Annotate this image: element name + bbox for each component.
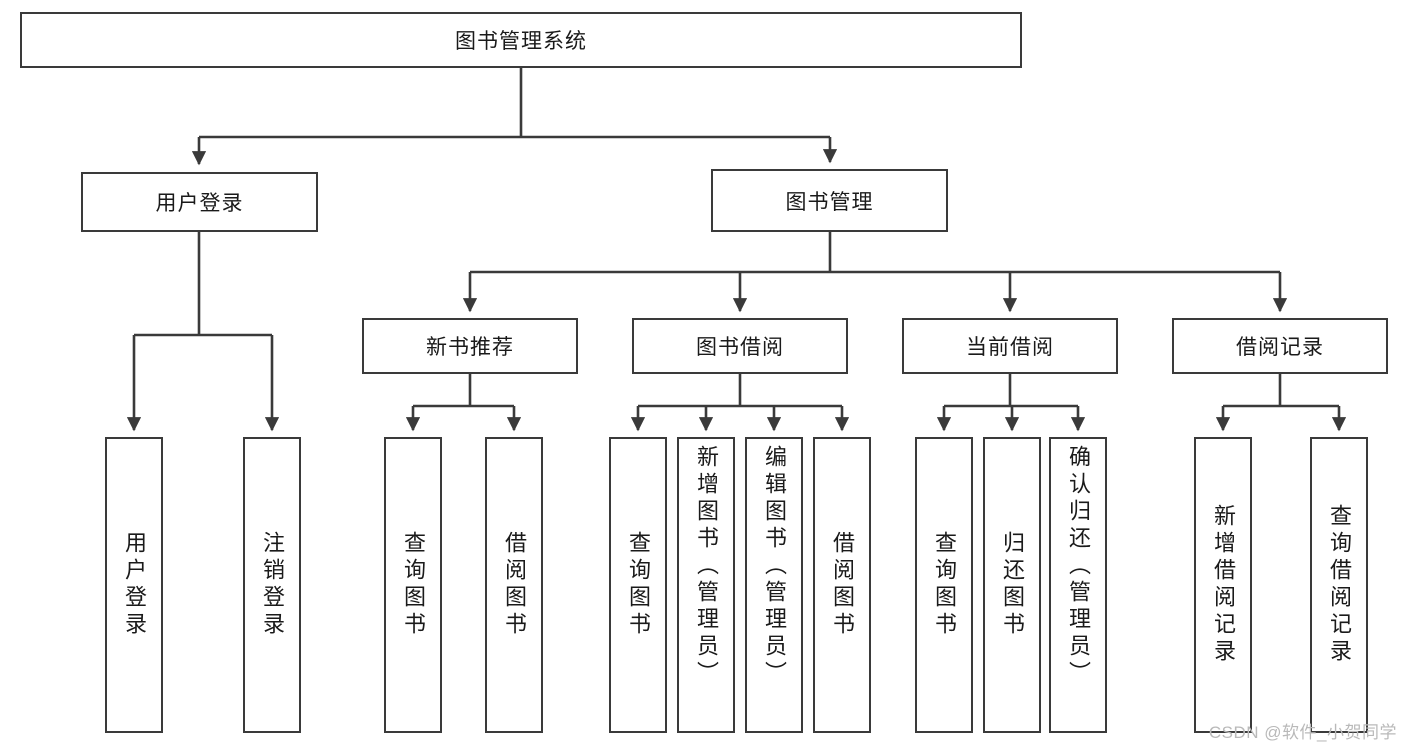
leaf-current-return-book-label: 归还图书: [1000, 531, 1025, 639]
leaf-record-search-label: 查询借阅记录: [1327, 504, 1352, 666]
leaf-borrow-add-book[interactable]: 新增图书（管理员）: [677, 437, 735, 733]
leaf-current-confirm-return[interactable]: 确认归还（管理员）: [1049, 437, 1107, 733]
leaf-user-logout-label: 注销登录: [260, 531, 285, 639]
leaf-user-login[interactable]: 用户登录: [105, 437, 163, 733]
leaf-borrow-borrow-book-label: 借阅图书: [830, 531, 855, 639]
node-borrow-record[interactable]: 借阅记录: [1172, 318, 1388, 374]
leaf-record-add[interactable]: 新增借阅记录: [1194, 437, 1252, 733]
leaf-borrow-edit-book-label: 编辑图书（管理员）: [762, 445, 787, 688]
node-user-login[interactable]: 用户登录: [81, 172, 318, 232]
node-current-borrow[interactable]: 当前借阅: [902, 318, 1118, 374]
node-current-borrow-label: 当前借阅: [966, 336, 1054, 359]
leaf-recommend-query-book[interactable]: 查询图书: [384, 437, 442, 733]
leaf-record-add-label: 新增借阅记录: [1211, 504, 1236, 666]
node-book-borrow-label: 图书借阅: [696, 336, 784, 359]
leaf-user-login-label: 用户登录: [122, 531, 147, 639]
leaf-recommend-borrow-book-label: 借阅图书: [502, 531, 527, 639]
leaf-borrow-query-book[interactable]: 查询图书: [609, 437, 667, 733]
leaf-recommend-borrow-book[interactable]: 借阅图书: [485, 437, 543, 733]
node-root[interactable]: 图书管理系统: [20, 12, 1022, 68]
leaf-current-return-book[interactable]: 归还图书: [983, 437, 1041, 733]
leaf-current-query-book[interactable]: 查询图书: [915, 437, 973, 733]
leaf-current-query-book-label: 查询图书: [932, 531, 957, 639]
leaf-borrow-edit-book[interactable]: 编辑图书（管理员）: [745, 437, 803, 733]
leaf-borrow-query-book-label: 查询图书: [626, 531, 651, 639]
leaf-recommend-query-book-label: 查询图书: [401, 531, 426, 639]
node-book-borrow[interactable]: 图书借阅: [632, 318, 848, 374]
node-book-manage-label: 图书管理: [785, 190, 874, 214]
leaf-current-confirm-return-label: 确认归还（管理员）: [1066, 445, 1091, 688]
node-root-label: 图书管理系统: [455, 30, 587, 53]
node-book-manage[interactable]: 图书管理: [711, 169, 948, 232]
node-new-book-recommend-label: 新书推荐: [426, 336, 514, 359]
node-borrow-record-label: 借阅记录: [1236, 336, 1324, 359]
node-new-book-recommend[interactable]: 新书推荐: [362, 318, 578, 374]
leaf-record-search[interactable]: 查询借阅记录: [1310, 437, 1368, 733]
leaf-user-logout[interactable]: 注销登录: [243, 437, 301, 733]
leaf-borrow-borrow-book[interactable]: 借阅图书: [813, 437, 871, 733]
watermark: CSDN @软件_小贺同学: [1208, 723, 1397, 742]
leaf-borrow-add-book-label: 新增图书（管理员）: [694, 445, 719, 688]
node-user-login-label: 用户登录: [155, 192, 244, 215]
